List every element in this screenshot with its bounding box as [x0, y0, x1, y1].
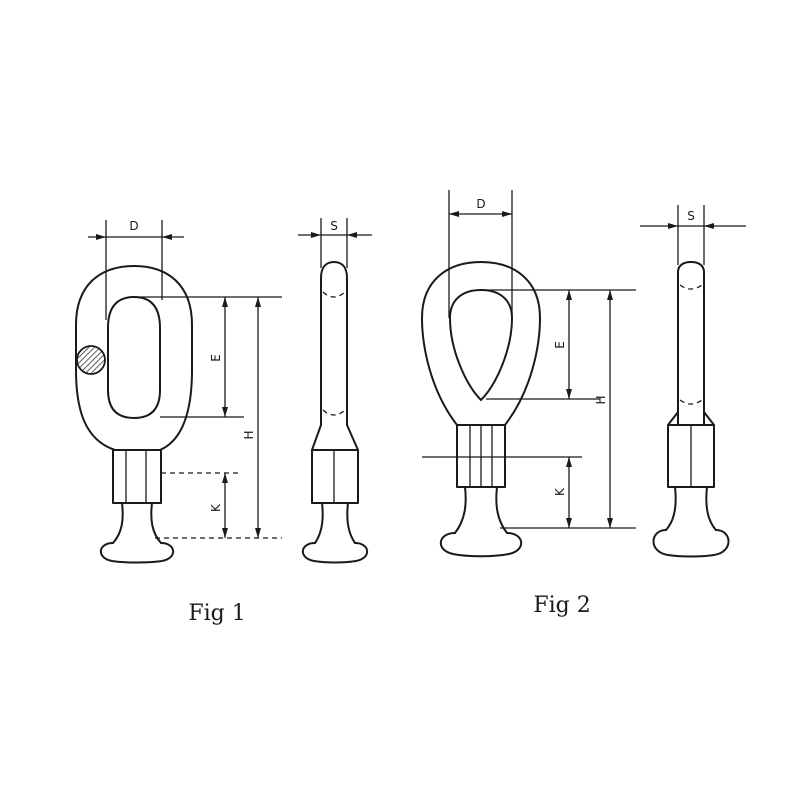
fig2-dim-d-label: D	[476, 197, 485, 211]
fig1-dim-d: D	[88, 219, 184, 320]
fig2-side-shank	[665, 486, 717, 531]
fig2-dim-h-label: H	[594, 395, 608, 404]
fig2-front-view: D E H	[421, 190, 636, 558]
fig1-dim-k: K	[155, 472, 282, 539]
fig1-ball	[99, 542, 175, 564]
fig2-dim-e: E	[481, 289, 636, 400]
fig2-dim-s: S	[640, 205, 746, 265]
fig2-eye-outer	[421, 261, 541, 426]
fig2-ball	[439, 532, 523, 558]
fig1-pin-section	[76, 345, 106, 375]
fig1-dim-e: E	[134, 296, 282, 418]
fig1-dim-h: H	[242, 297, 261, 538]
fig2-dim-d: D	[448, 190, 513, 318]
fig1-dim-s: S	[298, 218, 372, 268]
fig1-dim-s-label: S	[330, 219, 338, 233]
fig2-caption: Fig 2	[533, 593, 590, 618]
fig1-side-ball	[301, 542, 369, 564]
fig2-eye-inner	[449, 289, 513, 401]
fig1-side-socket	[311, 449, 359, 504]
fig1-dim-d-label: D	[129, 219, 138, 233]
fig1-socket-body	[112, 449, 162, 504]
fig2-side-ball	[652, 529, 730, 558]
fig2-dim-e-label: E	[553, 341, 567, 349]
fig2-side-hidden-top	[679, 284, 703, 290]
fig2-side-view: S	[640, 205, 746, 558]
fig2-dim-k: K	[422, 456, 636, 529]
fig1-eye-outer	[75, 265, 193, 451]
fig1-side-stem	[320, 261, 348, 426]
fig1: D E H	[75, 218, 372, 626]
fig2-side-stem	[677, 261, 705, 426]
fig1-caption: Fig 1	[188, 601, 245, 626]
fig1-eye-inner	[107, 296, 161, 419]
fig1-side-shank	[314, 502, 356, 544]
fig1-front-view: D E H	[75, 219, 282, 564]
fig1-side-taper	[311, 424, 359, 451]
fig1-dim-e-label: E	[209, 354, 223, 362]
fig1-side-view: S	[298, 218, 372, 564]
fig1-dim-k-label: K	[209, 503, 223, 512]
fig2-dim-k-label: K	[553, 487, 567, 496]
fig1-dim-h-label: H	[242, 430, 256, 439]
fig2-dim-h: H	[594, 290, 613, 528]
fig2: D E H	[421, 190, 746, 618]
fig1-side-hidden-top	[322, 291, 346, 298]
fig2-side-hidden-bottom	[679, 399, 703, 405]
fig2-side-taper	[667, 411, 715, 426]
fig1-side-hidden-bottom	[322, 409, 346, 416]
fig1-shank	[112, 502, 162, 544]
fig2-dim-s-label: S	[687, 209, 695, 223]
fig2-shank	[454, 486, 508, 534]
